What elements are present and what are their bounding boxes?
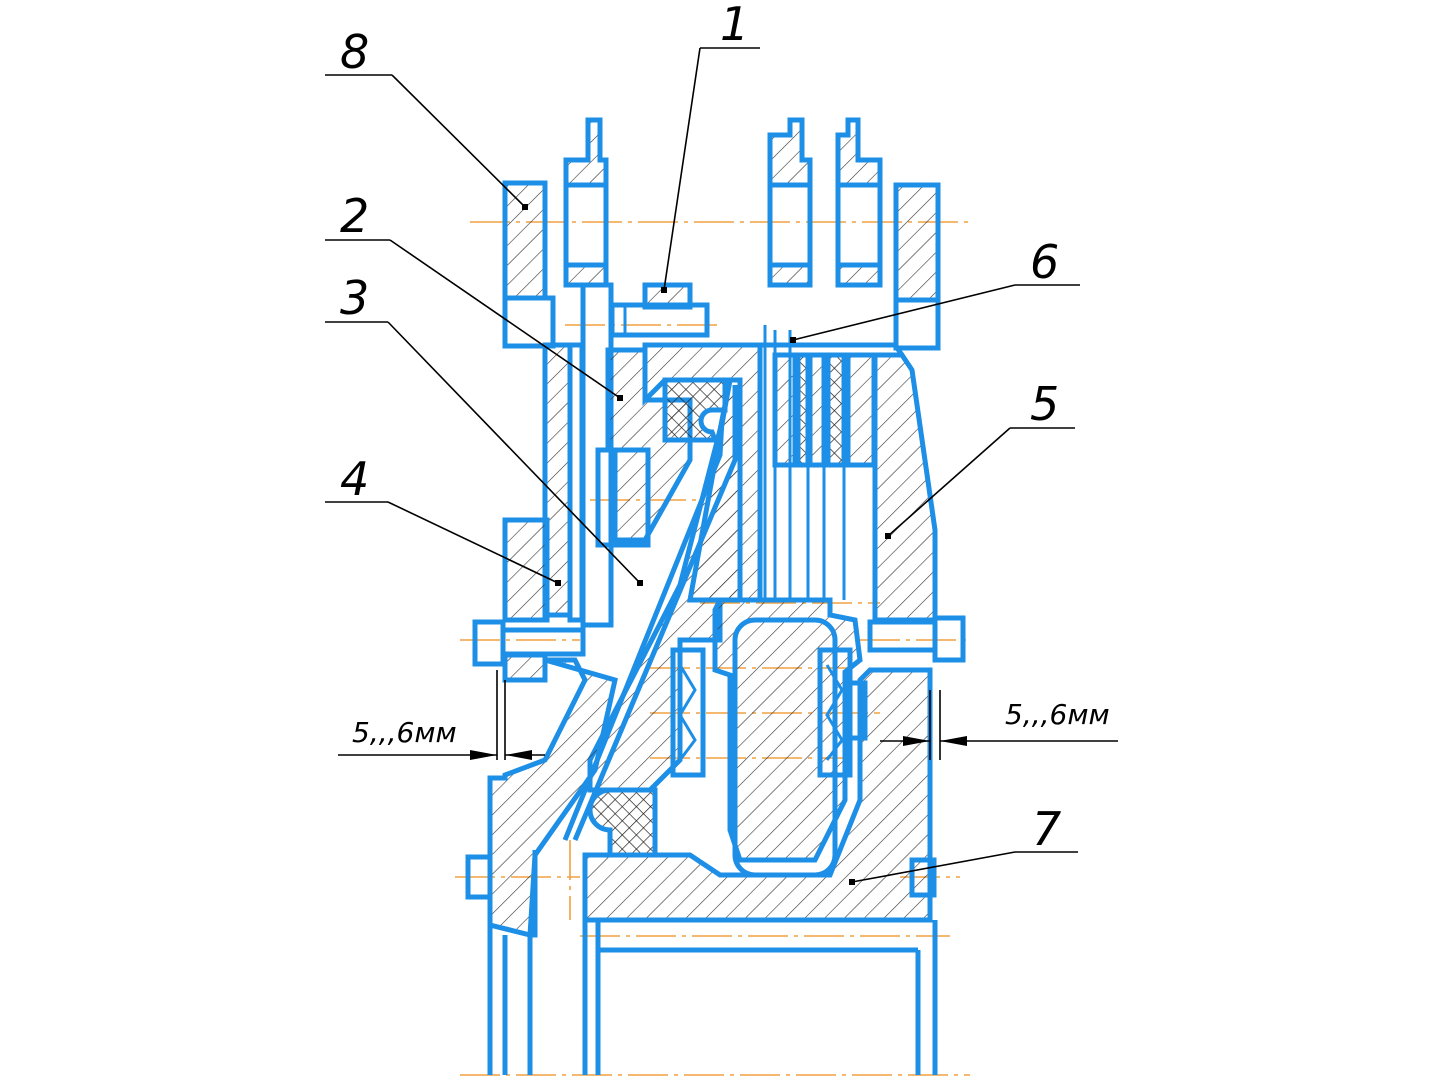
- callout-label-5: 5: [1030, 377, 1059, 431]
- callout-8: 8: [325, 25, 528, 210]
- callout-label-3: 3: [340, 271, 369, 325]
- callout-1: 1: [661, 0, 760, 293]
- callout-7: 7: [849, 802, 1078, 885]
- dimension-right: 5,,,6мм: [880, 690, 1118, 760]
- part-3-diaphragm-spring: [562, 385, 738, 841]
- callout-label-8: 8: [340, 25, 369, 79]
- upper-seal: [662, 377, 728, 443]
- part-6-friction-disc-pack: [763, 325, 877, 600]
- part-1-bolt-cap: [609, 282, 710, 338]
- right-lug-assembly: [767, 117, 941, 351]
- callout-label-6: 6: [1030, 235, 1059, 289]
- shaft: [487, 920, 938, 1075]
- part-2-pressure-housing: [595, 347, 693, 548]
- lower-seal: [587, 787, 658, 858]
- callout-label-4: 4: [340, 452, 369, 506]
- part-8-lever-plate: [502, 180, 556, 349]
- callout-label-2: 2: [340, 189, 369, 243]
- part-7-hub: [582, 597, 937, 923]
- dimension-label-right: 5,,,6мм: [1005, 698, 1110, 731]
- callout-2: 2: [325, 189, 623, 401]
- dimension-left: 5,,,6мм: [338, 670, 545, 760]
- callout-6: 6: [790, 235, 1080, 343]
- callout-4: 4: [325, 452, 561, 586]
- right-bolt: [867, 615, 966, 663]
- callout-5: 5: [885, 377, 1075, 539]
- callout-3: 3: [325, 271, 643, 586]
- left-lug-assembly: [563, 117, 614, 628]
- callout-label-7: 7: [1032, 802, 1061, 856]
- part-4-outer-plate: [502, 342, 585, 683]
- callout-label-1: 1: [720, 0, 749, 51]
- dimension-label-left: 5,,,6мм: [352, 716, 457, 749]
- left-bolt: [472, 619, 586, 667]
